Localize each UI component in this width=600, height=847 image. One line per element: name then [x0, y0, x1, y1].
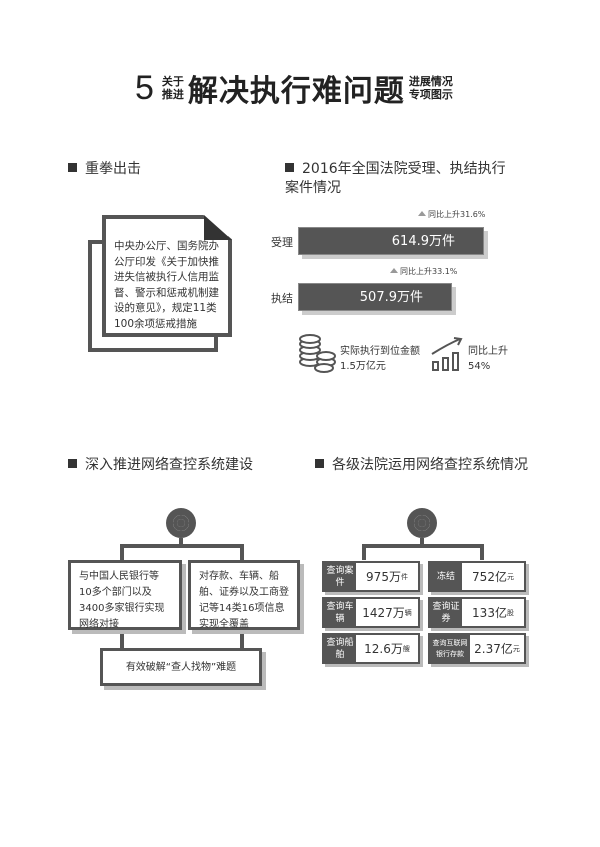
arrow-up-icon	[390, 268, 398, 273]
growth-info: 同比上升 54%	[468, 344, 508, 374]
document-text: 中央办公厅、国务院办公厅印发《关于加快推进失信被执行人信用监督、警示和惩戒机制建…	[114, 240, 219, 330]
stat-unit: 件	[400, 572, 408, 581]
bar-value: 614.9万件	[391, 234, 455, 249]
stat-key: 查询案件	[326, 565, 354, 588]
webcam-lens	[418, 519, 426, 527]
section-heading-network-usage: 各级法院运用网络查控系统情况	[315, 456, 528, 475]
bullet-square-icon	[285, 163, 294, 172]
stat-cell-frozen: 冻结 752亿元	[428, 561, 526, 592]
amount-label: 实际执行到位金额	[340, 346, 420, 357]
amount-info: 实际执行到位金额 1.5万亿元	[340, 344, 420, 374]
bar-label-closed: 执结	[271, 292, 293, 305]
bar-value: 507.9万件	[359, 290, 423, 305]
connector	[240, 634, 244, 650]
connector	[362, 544, 366, 560]
title-number: 5	[135, 68, 154, 107]
title-prefix: 关于推进	[162, 75, 184, 101]
amount-value: 1.5万亿元	[340, 361, 386, 372]
box-text: 对存款、车辆、船舶、证券以及工商登记等14类16项信息实现全覆盖	[199, 571, 289, 630]
stat-value: 12.6万艘	[356, 635, 418, 662]
heading-text: 深入推进网络查控系统建设	[85, 457, 253, 473]
page-title: 5 关于推进 解决执行难问题 进展情况专项图示	[135, 66, 453, 110]
webcam-icon	[166, 508, 196, 538]
stat-number: 752亿	[472, 570, 507, 584]
title-main: 解决执行难问题	[187, 74, 405, 109]
change-closed: 同比上升33.1%	[390, 266, 457, 277]
stat-value: 1427万辆	[356, 599, 418, 626]
arrow-up-icon	[418, 211, 426, 216]
coins-icon	[299, 334, 336, 373]
heading-text: 重拳出击	[85, 161, 141, 177]
bullet-square-icon	[68, 459, 77, 468]
webcam-icon	[407, 508, 437, 538]
stat-value: 975万件	[356, 563, 418, 590]
bar-closed: 507.9万件	[298, 283, 452, 311]
growth-chart-icon	[431, 337, 463, 371]
stat-key: 查询互联网银行存款	[432, 638, 468, 658]
bar-label-accepted: 受理	[271, 236, 293, 249]
stat-unit: 艘	[402, 644, 410, 653]
connector	[120, 544, 124, 562]
bullet-square-icon	[68, 163, 77, 172]
stat-value: 752亿元	[462, 563, 524, 590]
stat-key: 查询船舶	[326, 637, 354, 660]
stat-unit: 股	[506, 608, 514, 617]
growth-label: 同比上升	[468, 346, 508, 357]
connector	[362, 544, 484, 548]
bar-accepted: 614.9万件	[298, 227, 484, 255]
stat-number: 2.37亿	[474, 642, 513, 656]
change-accepted: 同比上升31.6%	[418, 209, 485, 220]
heading-text: 各级法院运用网络查控系统情况	[332, 457, 528, 473]
info-box-coverage: 对存款、车辆、船舶、证券以及工商登记等14类16项信息实现全覆盖	[188, 560, 300, 630]
connector	[420, 538, 424, 546]
connector	[120, 544, 244, 548]
box-text: 与中国人民银行等10多个部门以及3400多家银行实现网络对接	[79, 571, 165, 630]
heading-text: 2016年全国法院受理、执结执行案件情况	[285, 161, 506, 196]
stat-unit: 辆	[404, 608, 412, 617]
stat-key: 冻结	[436, 571, 455, 582]
connector	[480, 544, 484, 560]
info-box-result: 有效破解“查人找物”难题	[100, 648, 262, 686]
connector	[120, 634, 124, 650]
section-heading-crackdown: 重拳出击	[68, 160, 141, 179]
stat-value: 2.37亿元	[470, 635, 524, 662]
stat-key: 查询证券	[432, 601, 460, 624]
title-suffix-top: 进展情况	[408, 75, 453, 88]
stat-unit: 元	[512, 644, 520, 653]
stat-unit: 元	[506, 572, 514, 581]
title-prefix-bottom: 推进	[161, 88, 184, 101]
stat-number: 975万	[366, 570, 401, 584]
stat-value: 133亿股	[462, 599, 524, 626]
info-box-bank-connection: 与中国人民银行等10多个部门以及3400多家银行实现网络对接	[68, 560, 182, 630]
document-card: 中央办公厅、国务院办公厅印发《关于加快推进失信被执行人信用监督、警示和惩戒机制建…	[102, 215, 232, 337]
stat-key: 查询车辆	[326, 601, 354, 624]
title-suffix: 进展情况专项图示	[409, 75, 453, 101]
bullet-square-icon	[315, 459, 324, 468]
stat-number: 133亿	[472, 606, 507, 620]
connector	[240, 544, 244, 562]
stat-number: 12.6万	[364, 642, 403, 656]
box-text: 有效破解“查人找物”难题	[125, 662, 237, 673]
section-heading-network-construction: 深入推进网络查控系统建设	[68, 456, 253, 475]
connector	[179, 538, 183, 546]
change-text: 同比上升33.1%	[400, 267, 458, 276]
change-text: 同比上升31.6%	[428, 210, 486, 219]
growth-value: 54%	[468, 361, 491, 372]
section-heading-cases-2016: 2016年全国法院受理、执结执行案件情况	[285, 160, 515, 198]
title-suffix-bottom: 专项图示	[408, 88, 453, 101]
title-prefix-top: 关于	[161, 75, 184, 88]
webcam-lens	[177, 519, 185, 527]
stat-number: 1427万	[362, 606, 405, 620]
